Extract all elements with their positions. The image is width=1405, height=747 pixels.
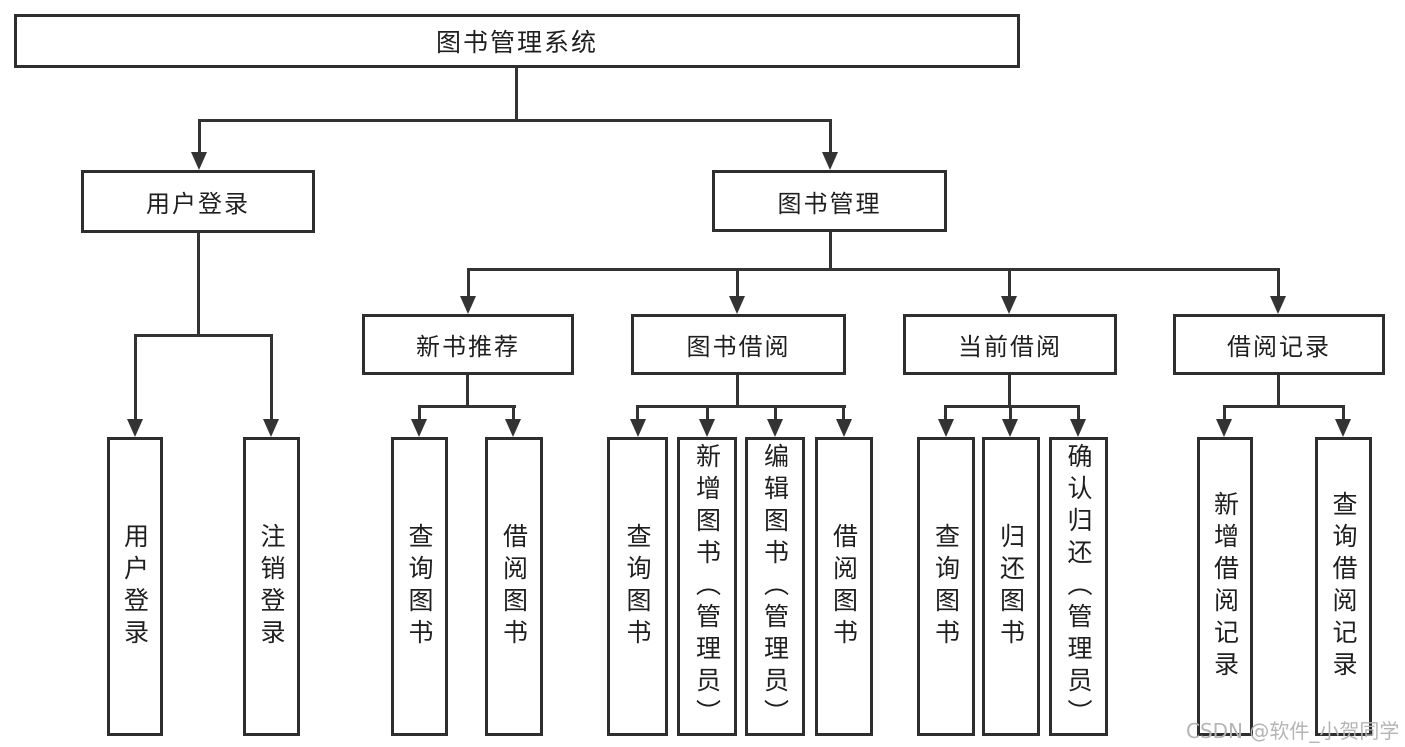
node-label: 借阅记录 (1227, 333, 1331, 361)
arrowhead-records-leaf2-icon (1335, 419, 1351, 437)
leaf-return-books: 归还图书 (982, 437, 1040, 736)
connector-user-group-hline (134, 334, 273, 337)
node-book-management: 图书管理 (712, 170, 947, 232)
leaf-user-login: 用户登录 (107, 437, 163, 736)
leaf-borrow-query-books: 查询图书 (607, 437, 668, 736)
node-user-login: 用户登录 (81, 170, 315, 233)
connector-records-group-stem (1277, 375, 1280, 407)
connector-currentborrow-group-hline (944, 405, 1080, 408)
leaf-label: 查询图书 (931, 522, 961, 651)
connector-current-borrow-stem (1008, 268, 1011, 296)
connector-user-leaf2-stem (270, 334, 273, 419)
leaf-label: 查询借阅记录 (1329, 490, 1358, 683)
connector-bookborrow-leaf4-stem (842, 405, 845, 421)
connector-book-borrow-stem (736, 268, 739, 296)
arrowhead-currentborrow-leaf1-icon (938, 419, 954, 437)
arrowhead-book-management-icon (822, 152, 838, 170)
leaf-confirm-return-admin: 确认归还（管理员） (1049, 437, 1108, 736)
connector-book-group-stem (829, 232, 832, 270)
arrowhead-newbook-leaf2-icon (505, 419, 521, 437)
node-library-management-system: 图书管理系统 (14, 14, 1020, 68)
node-label: 图书管理 (777, 189, 882, 218)
leaf-label: 借阅图书 (499, 522, 529, 651)
node-label: 用户登录 (146, 190, 250, 218)
leaf-borrow-books: 借阅图书 (815, 437, 873, 736)
arrowhead-current-borrow-icon (1001, 296, 1017, 314)
arrowhead-bookborrow-leaf2-icon (699, 419, 715, 437)
connector-user-login-stem (198, 119, 201, 154)
arrowhead-user-login-icon (191, 152, 207, 170)
leaf-query-borrow-record: 查询借阅记录 (1315, 437, 1372, 736)
connector-bookborrow-group-hline (636, 405, 846, 408)
leaf-label: 借阅图书 (829, 522, 859, 651)
leaf-add-books-admin: 新增图书（管理员） (677, 437, 737, 736)
leaf-label: 查询图书 (623, 522, 652, 651)
arrowhead-user-leaf1-icon (127, 419, 143, 437)
arrowhead-records-leaf1-icon (1216, 419, 1232, 437)
arrowhead-bookborrow-leaf1-icon (630, 419, 646, 437)
arrowhead-borrow-records-icon (1270, 296, 1286, 314)
connector-new-book-stem (467, 268, 470, 296)
connector-records-leaf2-stem (1342, 405, 1345, 421)
csdn-watermark: CSDN @软件_小贺同学 (1186, 719, 1400, 743)
connector-records-leaf1-stem (1223, 405, 1226, 421)
connector-bookborrow-leaf2-stem (706, 405, 709, 421)
leaf-label: 注销登录 (257, 522, 286, 651)
arrowhead-newbook-leaf1-icon (411, 419, 427, 437)
connector-bookborrow-group-stem (736, 375, 739, 407)
node-book-borrow: 图书借阅 (631, 314, 846, 375)
node-label: 当前借阅 (958, 333, 1062, 361)
arrowhead-new-book-icon (460, 296, 476, 314)
connector-level2-hline (198, 119, 832, 122)
leaf-newbook-borrow-books: 借阅图书 (485, 437, 543, 736)
connector-records-group-hline (1223, 405, 1345, 408)
leaf-add-borrow-record: 新增借阅记录 (1197, 437, 1253, 736)
arrowhead-bookborrow-leaf4-icon (836, 419, 852, 437)
node-label: 图书借阅 (686, 333, 791, 361)
leaf-current-query-books: 查询图书 (917, 437, 975, 736)
connector-currentborrow-leaf2-stem (1009, 405, 1012, 421)
connector-currentborrow-leaf3-stem (1077, 405, 1080, 421)
node-new-book-recommend: 新书推荐 (362, 314, 574, 375)
node-borrow-records: 借阅记录 (1173, 314, 1385, 375)
connector-user-leaf1-stem (134, 334, 137, 419)
connector-bookborrow-leaf1-stem (636, 405, 639, 421)
leaf-label: 归还图书 (996, 522, 1026, 651)
leaf-label: 编辑图书（管理员） (760, 442, 790, 731)
arrowhead-book-borrow-icon (729, 296, 745, 314)
leaf-label: 新增借阅记录 (1210, 490, 1240, 683)
node-current-borrow: 当前借阅 (903, 314, 1117, 375)
arrowhead-currentborrow-leaf3-icon (1070, 419, 1086, 437)
connector-newbook-group-hline (418, 405, 516, 408)
leaf-label: 新增图书（管理员） (692, 442, 722, 731)
leaf-logout: 注销登录 (243, 437, 300, 736)
leaf-edit-books-admin: 编辑图书（管理员） (745, 437, 805, 736)
connector-level3-hline (467, 268, 1280, 271)
connector-newbook-group-stem (466, 375, 469, 407)
leaf-newbook-query-books: 查询图书 (391, 437, 448, 736)
connector-bookborrow-leaf3-stem (774, 405, 777, 421)
arrowhead-currentborrow-leaf2-icon (1002, 419, 1018, 437)
connector-newbook-leaf1-stem (418, 405, 421, 421)
connector-borrow-records-stem (1277, 268, 1280, 296)
connector-user-group-stem (197, 233, 200, 336)
leaf-label: 确认归还（管理员） (1064, 442, 1093, 731)
connector-currentborrow-leaf1-stem (944, 405, 947, 421)
node-label: 新书推荐 (416, 333, 520, 361)
connector-book-management-stem (829, 119, 832, 154)
connector-root-stem (515, 68, 518, 122)
leaf-label: 用户登录 (120, 522, 150, 651)
arrowhead-user-leaf2-icon (263, 419, 279, 437)
connector-currentborrow-group-stem (1008, 375, 1011, 407)
arrowhead-bookborrow-leaf3-icon (767, 419, 783, 437)
node-label: 图书管理系统 (435, 28, 598, 57)
connector-newbook-leaf2-stem (512, 405, 515, 421)
leaf-label: 查询图书 (405, 522, 434, 651)
